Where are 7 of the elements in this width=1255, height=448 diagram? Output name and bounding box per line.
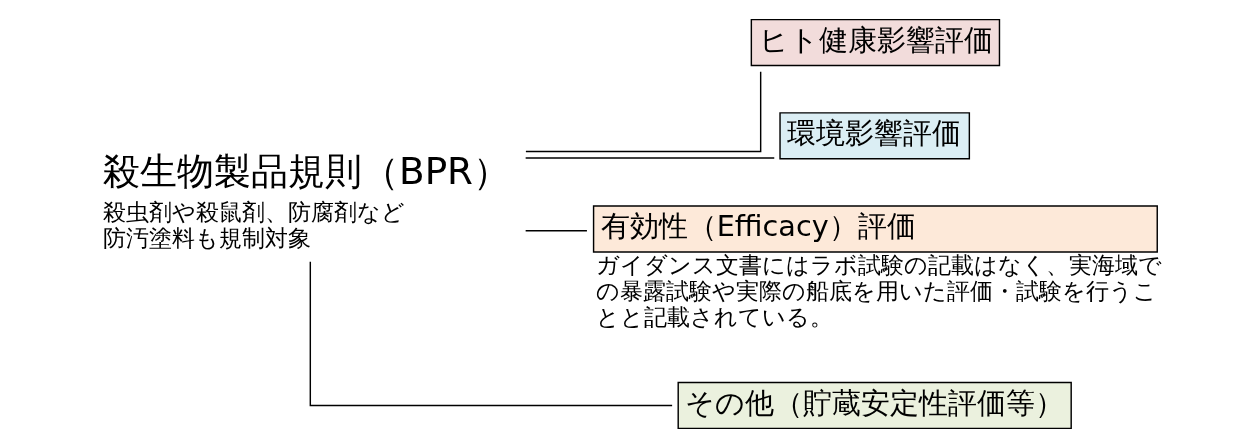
node-label: ガイダンス文書にはラボ試験の記載はなく、実海域での暴露試験や実際の船底を用いた評価・試験を行うことと記載されている。	[595, 252, 1162, 330]
connector	[524, 230, 588, 232]
node-label: 殺虫剤や殺鼠剤、防腐剤など防汚塗料も規制対象	[102, 199, 405, 251]
connector	[524, 71, 761, 153]
node-text: 殺生物製品規則（BPR）	[102, 149, 510, 194]
connector	[524, 157, 775, 159]
connector	[309, 260, 673, 407]
